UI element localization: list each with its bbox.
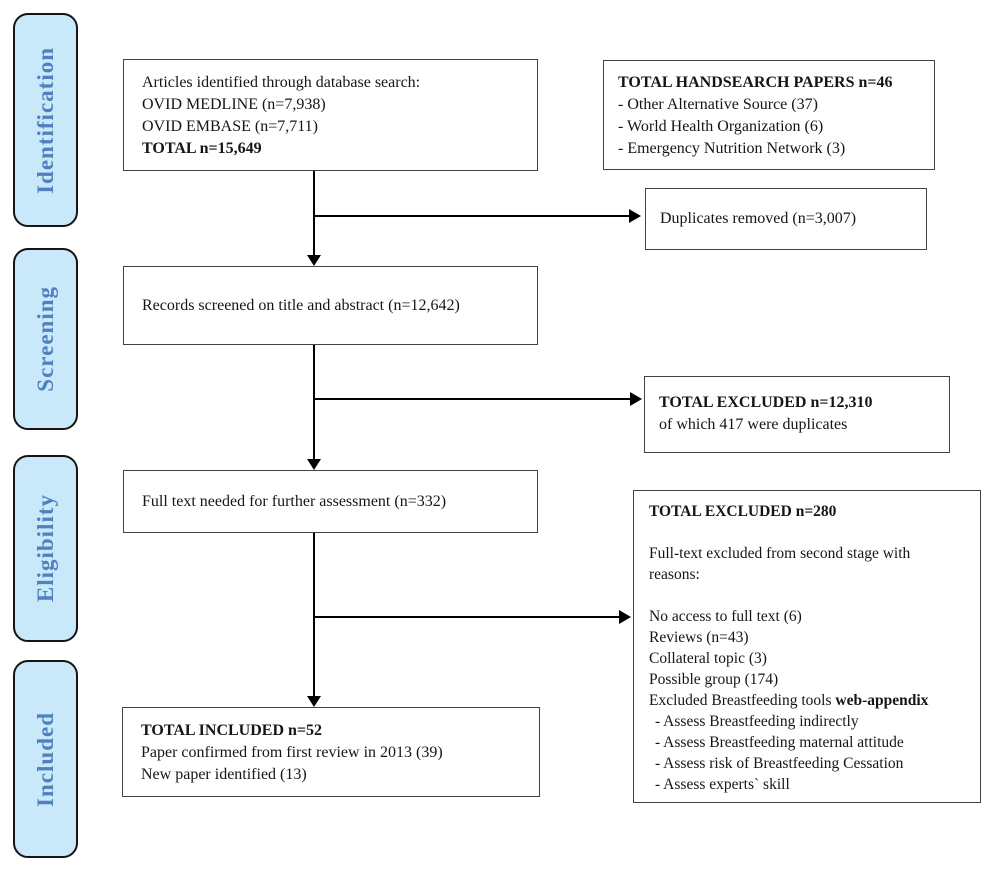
- database-search-line: Articles identified through database sea…: [142, 74, 421, 91]
- stage-identification: Identification: [13, 13, 78, 227]
- connector-to-duplicates: [314, 215, 629, 217]
- box-records-screened: Records screened on title and abstract (…: [123, 266, 538, 345]
- connector-screening-to-eligibility: [313, 345, 315, 459]
- records-screened-text: Records screened on title and abstract (…: [142, 296, 460, 314]
- connector-to-excluded-full-text: [314, 616, 619, 618]
- stage-eligibility-label: Eligibility: [32, 494, 58, 603]
- exclusion-sub-reason: - Assess Breastfeeding maternal attitude: [655, 734, 904, 751]
- handsearch-item: - World Health Organization (6): [618, 118, 824, 135]
- database-search-medline: OVID MEDLINE (n=7,938): [142, 96, 326, 113]
- arrowhead-down-icon: [307, 255, 321, 266]
- stage-identification-label: Identification: [32, 46, 58, 194]
- box-full-text-assessment: Full text needed for further assessment …: [123, 470, 538, 533]
- handsearch-item: - Emergency Nutrition Network (3): [618, 140, 846, 157]
- connector-eligibility-to-included: [313, 533, 315, 696]
- database-search-total: TOTAL n=15,649: [142, 140, 262, 157]
- exclusion-reason: Excluded Breastfeeding tools web-appendi…: [649, 690, 965, 711]
- exclusion-sub-reason: - Assess Breastfeeding indirectly: [655, 713, 859, 730]
- spacer: [649, 585, 965, 606]
- exclusion-reason: Collateral topic (3): [649, 650, 767, 667]
- excluded-full-text-intro: reasons:: [649, 566, 700, 583]
- stage-eligibility: Eligibility: [13, 455, 78, 642]
- included-line: New paper identified (13): [141, 766, 307, 783]
- exclusion-reason: Possible group (174): [649, 671, 779, 688]
- full-text-assessment-text: Full text needed for further assessment …: [142, 492, 447, 510]
- stage-included-label: Included: [32, 711, 58, 807]
- box-handsearch: TOTAL HANDSEARCH PAPERS n=46 - Other Alt…: [603, 60, 935, 170]
- box-duplicates-removed: Duplicates removed (n=3,007): [645, 188, 927, 250]
- included-line: Paper confirmed from first review in 201…: [141, 744, 443, 761]
- database-search-embase: OVID EMBASE (n=7,711): [142, 118, 318, 135]
- included-title: TOTAL INCLUDED n=52: [141, 722, 323, 739]
- web-appendix-label: web-appendix: [835, 692, 929, 709]
- box-database-search: Articles identified through database sea…: [123, 59, 538, 171]
- exclusion-reason-prefix: Excluded Breastfeeding tools: [649, 692, 836, 709]
- arrowhead-right-icon: [629, 209, 641, 223]
- exclusion-reason: No access to full text (6): [649, 608, 802, 625]
- arrowhead-down-icon: [307, 696, 321, 707]
- stage-screening-label: Screening: [32, 286, 58, 392]
- excluded-screening-title: TOTAL EXCLUDED n=12,310: [659, 394, 873, 411]
- arrowhead-right-icon: [619, 610, 631, 624]
- stage-included: Included: [13, 660, 78, 858]
- stage-screening: Screening: [13, 248, 78, 430]
- arrowhead-right-icon: [630, 392, 642, 406]
- excluded-screening-subtext: of which 417 were duplicates: [659, 416, 848, 433]
- excluded-full-text-title: TOTAL EXCLUDED n=280: [649, 503, 837, 520]
- duplicates-removed-text: Duplicates removed (n=3,007): [660, 210, 857, 227]
- excluded-full-text-intro: Full-text excluded from second stage wit…: [649, 545, 911, 562]
- exclusion-reason: Reviews (n=43): [649, 629, 749, 646]
- exclusion-sub-reason: - Assess risk of Breastfeeding Cessation: [655, 755, 904, 772]
- box-total-included: TOTAL INCLUDED n=52 Paper confirmed from…: [122, 707, 540, 797]
- spacer: [649, 522, 965, 543]
- connector-to-excluded-screening: [314, 398, 630, 400]
- connector-identification-to-screening: [313, 171, 315, 255]
- handsearch-item: - Other Alternative Source (37): [618, 96, 818, 113]
- handsearch-title: TOTAL HANDSEARCH PAPERS n=46: [618, 74, 893, 91]
- box-excluded-screening: TOTAL EXCLUDED n=12,310 of which 417 wer…: [644, 376, 950, 453]
- exclusion-sub-reason: - Assess experts` skill: [655, 776, 790, 793]
- box-excluded-full-text: TOTAL EXCLUDED n=280 Full-text excluded …: [633, 490, 981, 803]
- arrowhead-down-icon: [307, 459, 321, 470]
